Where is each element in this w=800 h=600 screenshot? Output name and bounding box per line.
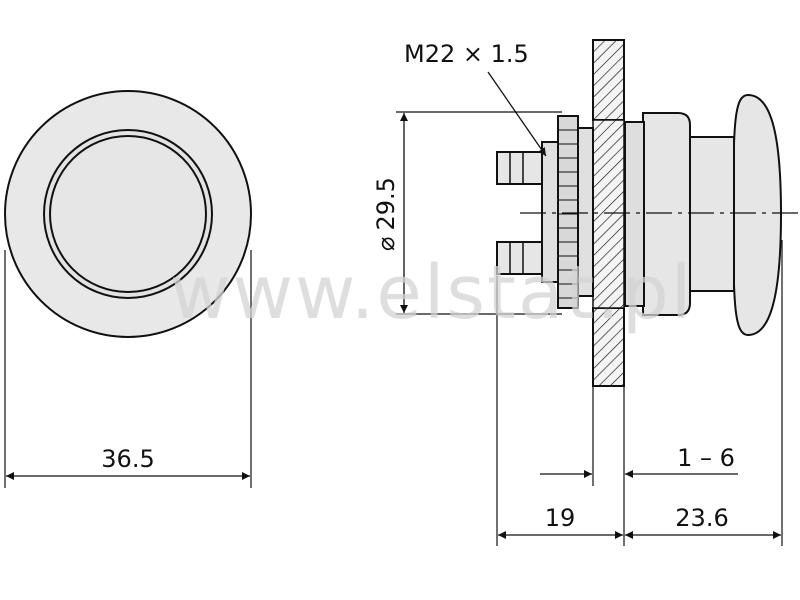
- side-view: ⌀ 29.5 M22 × 1.5 1 – 6 19 23.6: [372, 39, 798, 546]
- dim-front-diameter: 36.5: [101, 445, 154, 473]
- dim-depth-rear: 19: [545, 504, 576, 532]
- rear-clip-bottom: [496, 241, 543, 275]
- rear-clip-top: [496, 151, 543, 185]
- dim-bezel-diameter-value: 29.5: [372, 177, 400, 230]
- front-body: [642, 112, 691, 316]
- front-view: 36.5: [4, 90, 252, 488]
- actuator-neck: [687, 136, 735, 292]
- thread-collar: [541, 141, 559, 283]
- front-bezel: [624, 121, 645, 307]
- dim-thread: M22 × 1.5: [404, 40, 529, 68]
- thread-body: [577, 127, 594, 297]
- watermark: www.elstat.pl: [170, 250, 693, 336]
- front-inner-ring: [49, 135, 207, 293]
- mushroom-cap: [731, 93, 783, 337]
- dim-panel-thickness: 1 – 6: [677, 444, 735, 472]
- mounting-panel-top: [592, 39, 625, 121]
- nut-knurl: [558, 129, 578, 299]
- dim-bezel-diameter: ⌀ 29.5: [372, 177, 400, 251]
- thread-leader: [487, 71, 547, 157]
- mounting-panel-bottom: [592, 307, 625, 387]
- diameter-symbol: ⌀: [372, 236, 400, 250]
- dim-depth-front: 23.6: [675, 504, 728, 532]
- mounting-panel-mid: [592, 119, 625, 309]
